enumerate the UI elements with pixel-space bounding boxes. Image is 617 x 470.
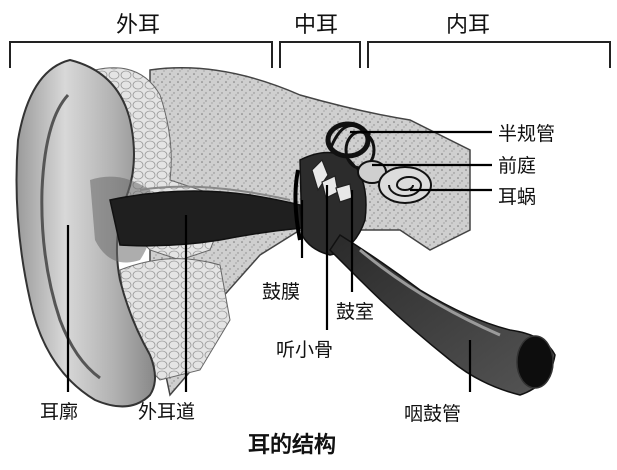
inner-ear-bracket xyxy=(368,42,610,68)
cochlea-shape xyxy=(379,167,431,203)
eardrum-label: 鼓膜 xyxy=(262,281,300,303)
vestibule-label: 前庭 xyxy=(498,155,536,177)
ear-canal-label: 外耳道 xyxy=(138,401,195,423)
auricle-label: 耳廓 xyxy=(40,401,78,423)
cochlea-label: 耳蜗 xyxy=(498,186,536,208)
figure-caption: 耳的结构 xyxy=(248,432,336,458)
tympanic-cavity-label: 鼓室 xyxy=(336,301,374,323)
outer-ear-label: 外耳 xyxy=(116,13,160,38)
outer-ear-bracket xyxy=(10,42,272,68)
section-brackets xyxy=(10,42,610,68)
semicircular-canals-label: 半规管 xyxy=(498,123,555,145)
eustachian-tube-label: 咽鼓管 xyxy=(404,403,461,425)
inner-ear-label: 内耳 xyxy=(446,13,490,38)
middle-ear-label: 中耳 xyxy=(294,13,338,38)
ossicles-label: 听小骨 xyxy=(276,339,333,361)
eustachian-tube-opening xyxy=(517,336,553,388)
middle-ear-bracket xyxy=(280,42,360,68)
